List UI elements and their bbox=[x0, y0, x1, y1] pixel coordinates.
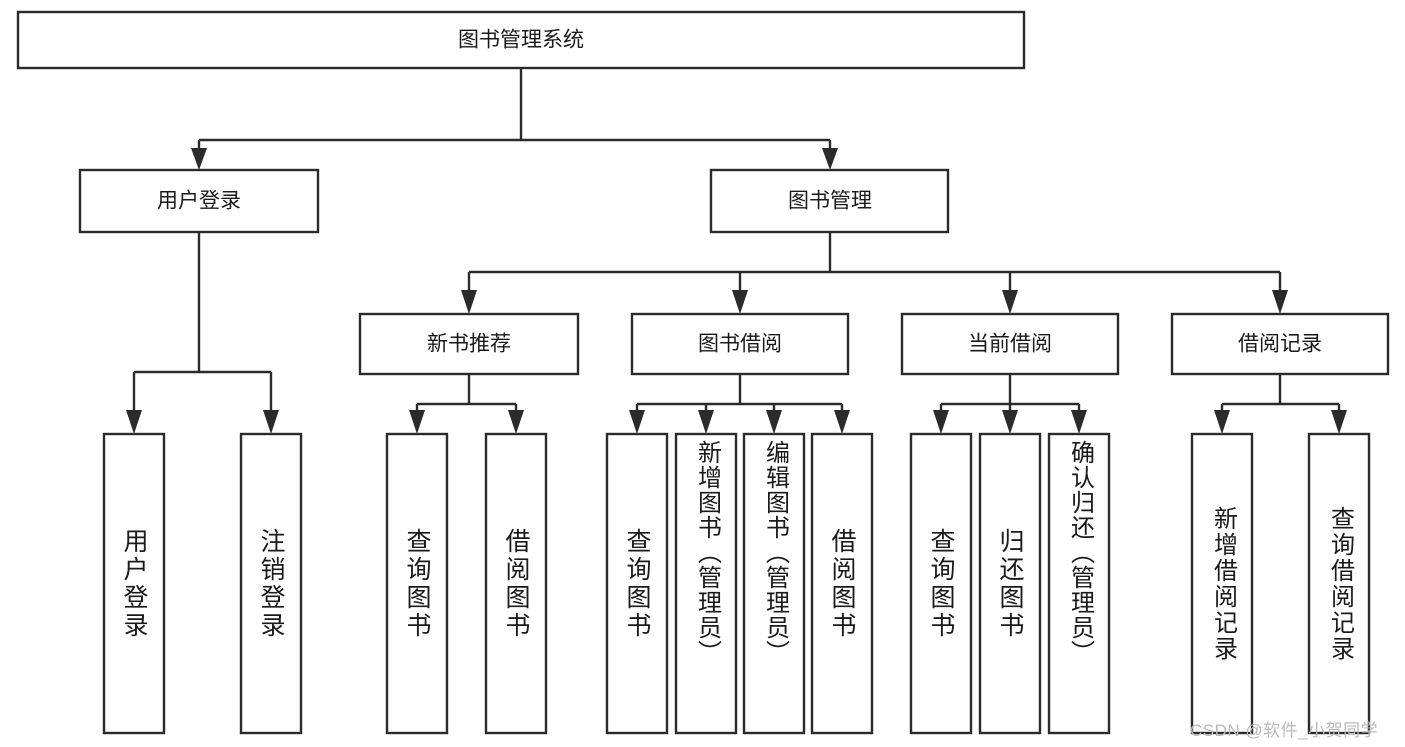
connector-group-userlogin-to-leaves bbox=[126, 232, 279, 434]
connector-group-bookborrow-to-leaves bbox=[629, 374, 850, 434]
arrow-head-leaf-borrow-book-2 bbox=[834, 410, 850, 434]
node-borrow-record-box[interactable] bbox=[1170, 312, 1390, 376]
connector-group-bookmanage-to-level3 bbox=[461, 232, 1288, 314]
arrow-head-book-borrow bbox=[732, 290, 748, 314]
connector-group-newbook-to-leaves bbox=[409, 374, 524, 434]
arrow-head-leaf-confirm-return bbox=[1071, 410, 1087, 434]
arrow-head-leaf-logout bbox=[263, 410, 279, 434]
node-new-book-recommend-label: 新书推荐 bbox=[427, 333, 511, 356]
watermark-label: CSDN @软件_小贺同学 bbox=[1190, 721, 1379, 740]
node-new-book-recommend[interactable]: 新书推荐 bbox=[358, 312, 580, 376]
connector-group-borrowrecord-to-leaves bbox=[1214, 374, 1347, 434]
leaf-box-return-book[interactable] bbox=[978, 432, 1042, 735]
arrow-head-leaf-query-book-1 bbox=[409, 410, 425, 434]
leaf-box-add-book[interactable] bbox=[674, 432, 738, 735]
arrow-head-borrow-record bbox=[1272, 290, 1288, 314]
leaf-box-confirm-return[interactable] bbox=[1047, 432, 1111, 735]
arrow-head-leaf-edit-book bbox=[766, 410, 782, 434]
node-user-login-label: 用户登录 bbox=[157, 190, 241, 213]
arrow-head-leaf-borrow-book-1 bbox=[508, 410, 524, 434]
arrow-head-new-book-recommend bbox=[461, 290, 477, 314]
node-current-borrow-box[interactable] bbox=[900, 312, 1120, 376]
leaf-box-borrow-book-1[interactable] bbox=[484, 432, 548, 735]
arrow-head-leaf-query-record bbox=[1331, 410, 1347, 434]
leaf-box-query-book-1[interactable] bbox=[385, 432, 449, 735]
arrow-head-current-borrow bbox=[1002, 290, 1018, 314]
node-book-borrow-box[interactable] bbox=[630, 312, 850, 376]
connector-group-root-to-level2 bbox=[191, 68, 838, 170]
arrow-head-user-login bbox=[191, 148, 207, 170]
leaf-box-edit-book[interactable] bbox=[742, 432, 806, 735]
connector-group-currentborrow-to-leaves bbox=[933, 374, 1087, 434]
arrow-head-leaf-return-book bbox=[1002, 410, 1018, 434]
node-current-borrow[interactable]: 当前借阅 bbox=[900, 312, 1120, 376]
node-user-login[interactable]: 用户登录 bbox=[78, 168, 320, 234]
leaf-box-add-record[interactable] bbox=[1190, 432, 1254, 735]
arrow-head-leaf-user-login bbox=[126, 410, 142, 434]
arrow-head-leaf-add-book bbox=[698, 410, 714, 434]
arrow-head-book-manage bbox=[822, 148, 838, 170]
node-book-manage[interactable]: 图书管理 bbox=[709, 168, 950, 234]
leaf-box-query-book-3[interactable] bbox=[909, 432, 973, 735]
node-root-label: 图书管理系统 bbox=[458, 29, 584, 52]
leaf-box-query-book-2[interactable] bbox=[605, 432, 669, 735]
node-root[interactable]: 图书管理系统 bbox=[16, 10, 1026, 70]
node-root-box[interactable] bbox=[16, 10, 1026, 70]
node-borrow-record[interactable]: 借阅记录 bbox=[1170, 312, 1390, 376]
arrow-head-leaf-query-book-3 bbox=[933, 410, 949, 434]
node-borrow-record-label: 借阅记录 bbox=[1238, 333, 1322, 356]
node-book-borrow-label: 图书借阅 bbox=[698, 333, 782, 356]
arrow-head-leaf-add-record bbox=[1214, 410, 1230, 434]
arrow-head-leaf-query-book-2 bbox=[629, 410, 645, 434]
node-book-borrow[interactable]: 图书借阅 bbox=[630, 312, 850, 376]
node-current-borrow-label: 当前借阅 bbox=[968, 333, 1052, 356]
leaf-box-logout[interactable] bbox=[239, 432, 303, 735]
node-user-login-box[interactable] bbox=[78, 168, 320, 234]
node-new-book-recommend-box[interactable] bbox=[358, 312, 580, 376]
node-book-manage-box[interactable] bbox=[709, 168, 950, 234]
leaf-box-user-login[interactable] bbox=[102, 432, 166, 735]
node-book-manage-label: 图书管理 bbox=[788, 190, 872, 213]
leaf-box-borrow-book-2[interactable] bbox=[810, 432, 874, 735]
leaf-box-query-record[interactable] bbox=[1307, 432, 1371, 735]
